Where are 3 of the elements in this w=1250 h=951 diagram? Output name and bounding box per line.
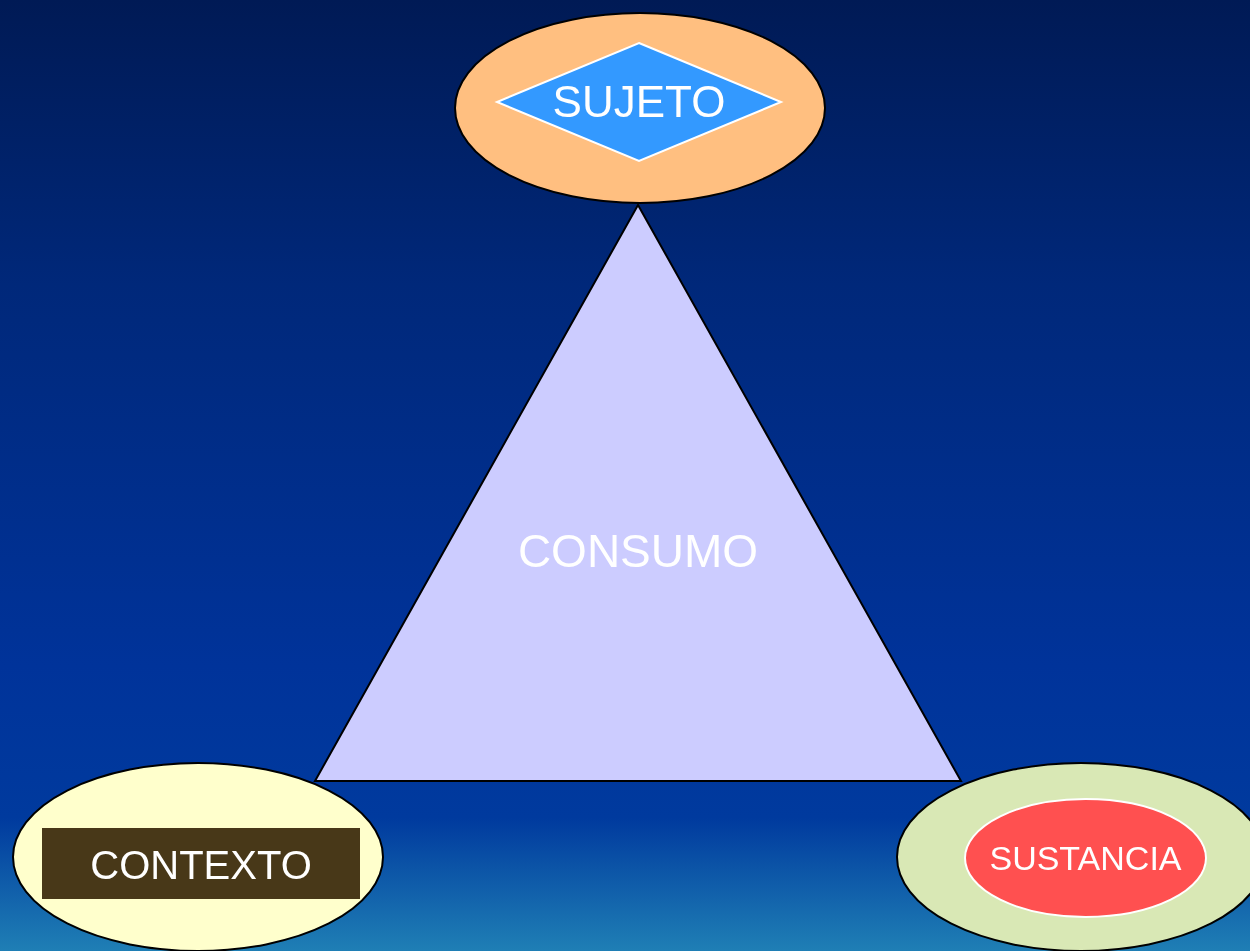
node-label: CONTEXTO (90, 844, 312, 885)
node-label: SUSTANCIA (989, 841, 1182, 875)
node-label: SUJETO (552, 80, 726, 124)
